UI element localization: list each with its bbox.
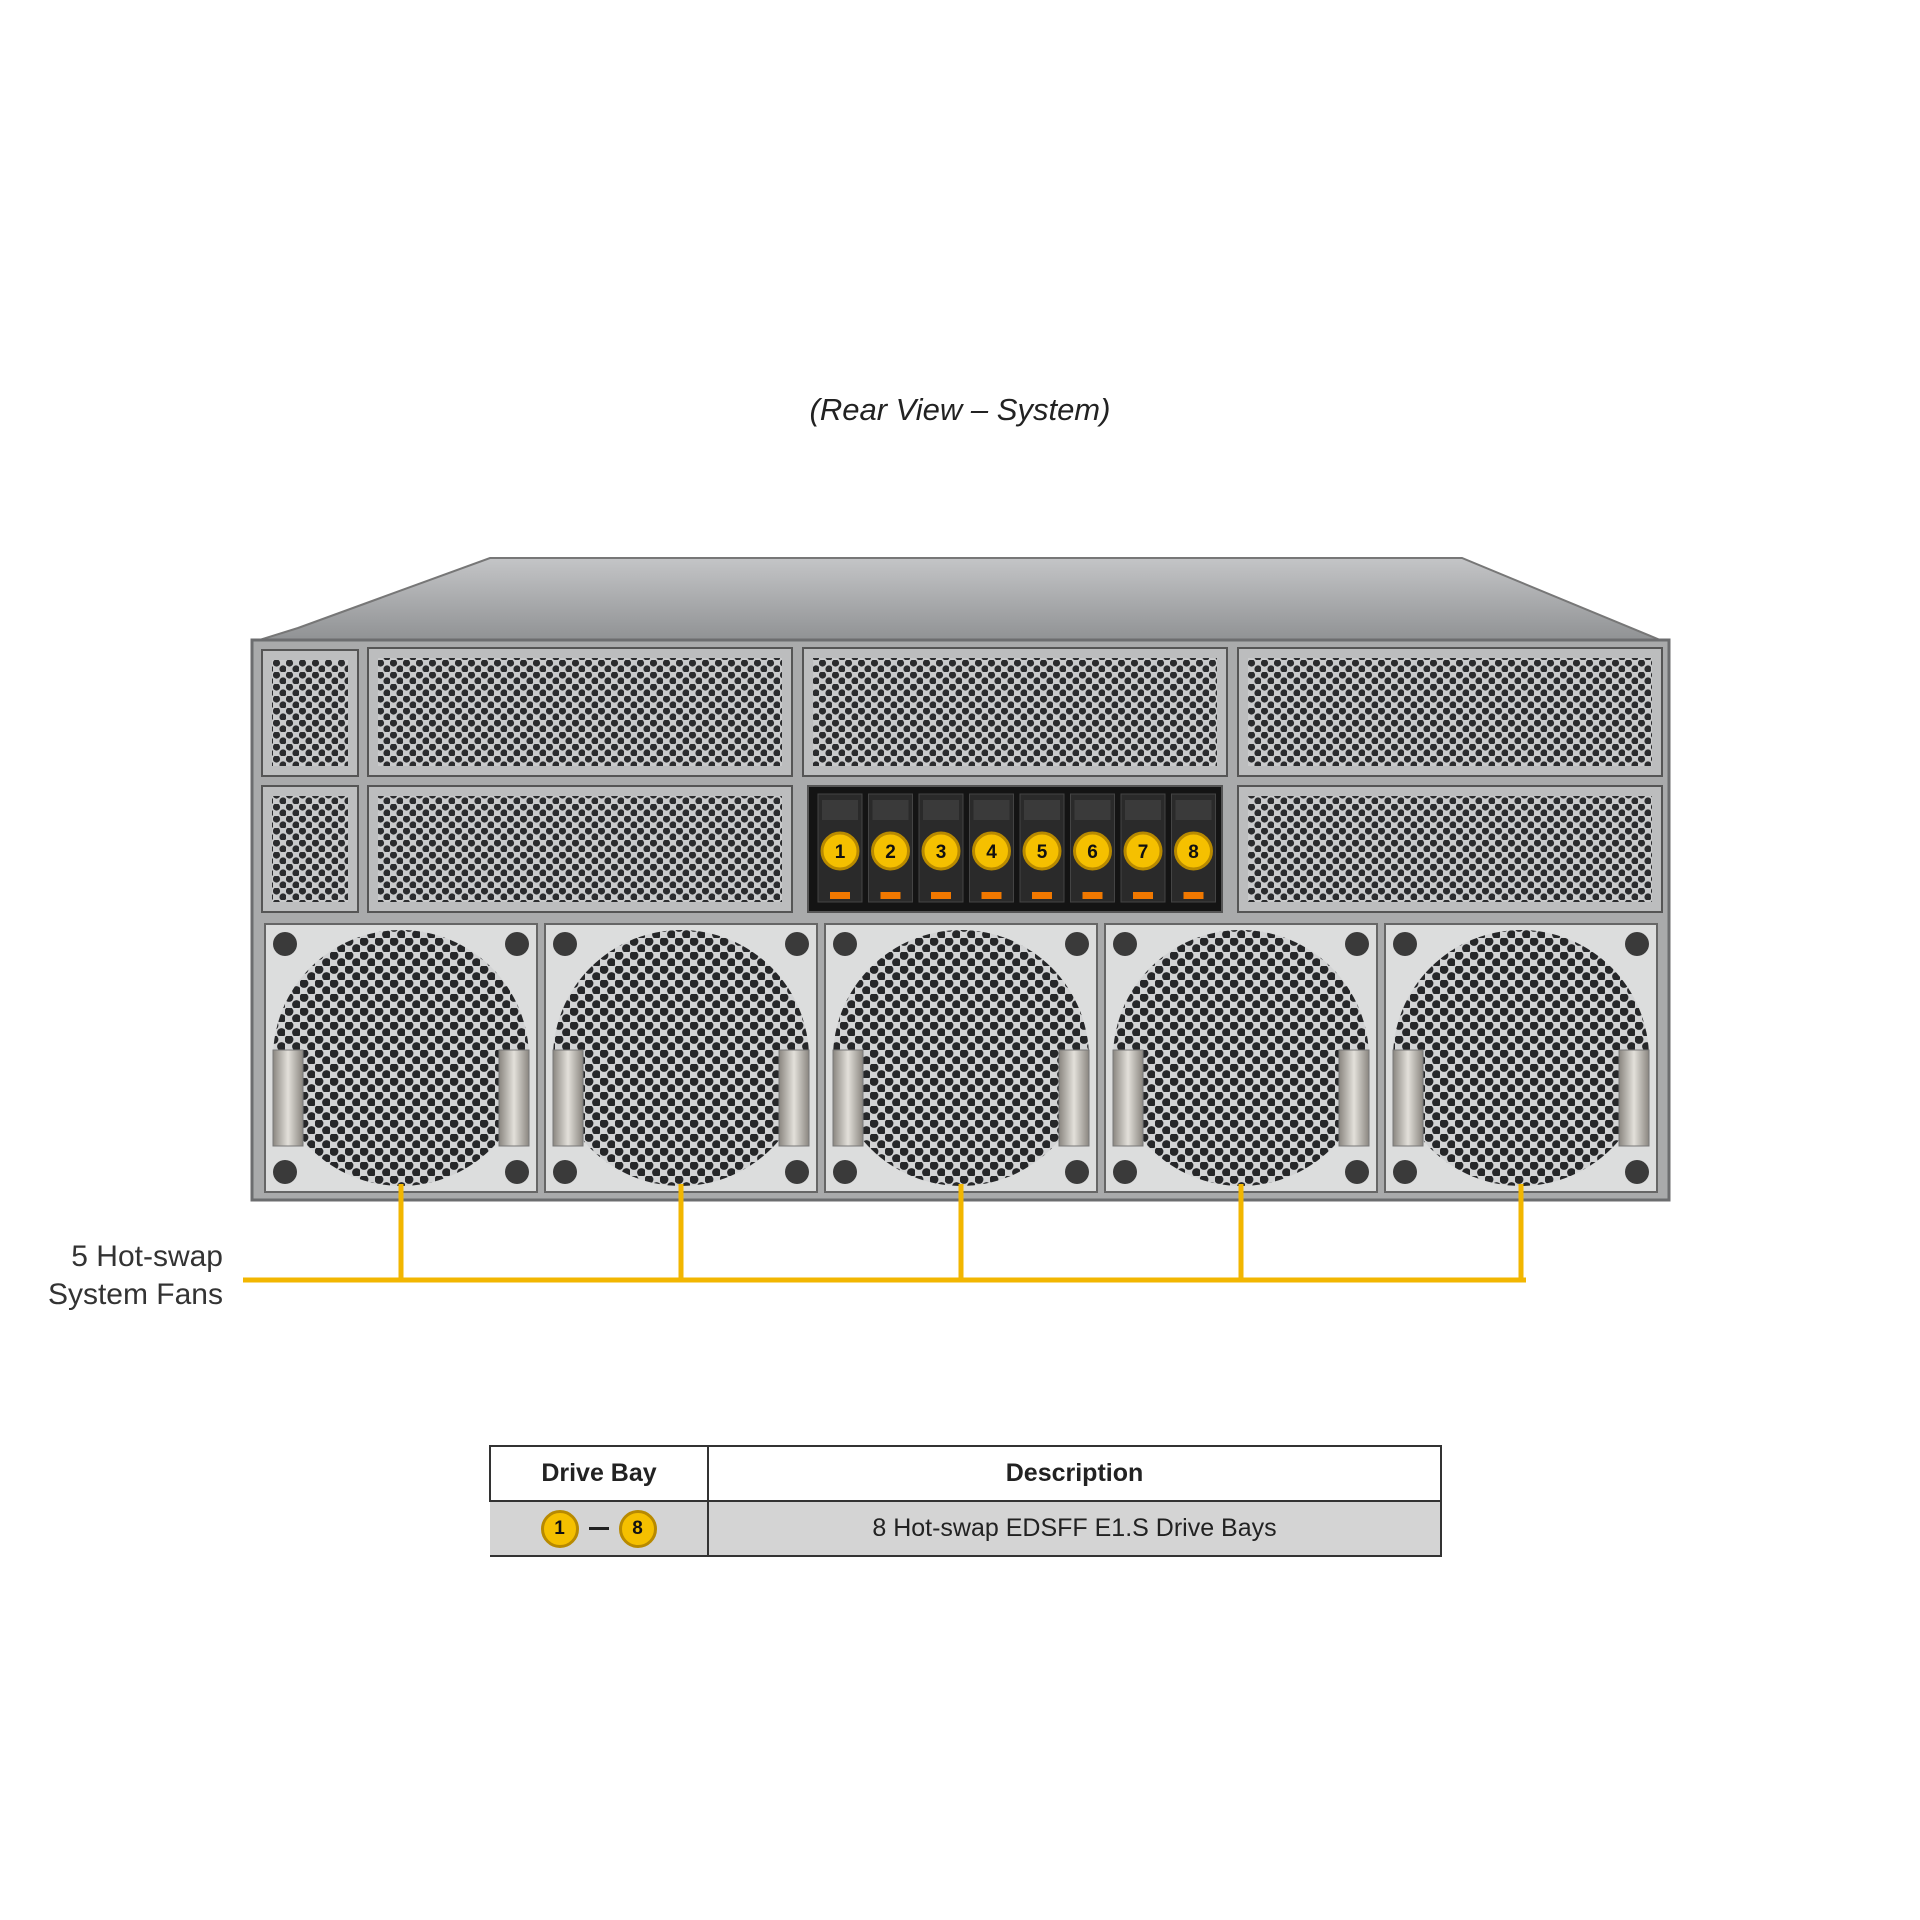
drive-bay-description-cell: 8 Hot-swap EDSFF E1.S Drive Bays bbox=[708, 1501, 1442, 1557]
fan-handle[interactable] bbox=[1392, 1049, 1424, 1147]
fan-screw bbox=[785, 932, 809, 956]
fan-screw bbox=[1345, 932, 1369, 956]
range-dash bbox=[588, 1527, 609, 1530]
drive-bay-table: Drive Bay Description 1 8 8 Hot-swap EDS… bbox=[489, 1445, 1442, 1557]
power-supply-1 bbox=[261, 649, 359, 777]
fan-screw bbox=[833, 932, 857, 956]
fan-handle[interactable] bbox=[1338, 1049, 1370, 1147]
drive-bay-number: 8 bbox=[1188, 842, 1199, 863]
drive-latch[interactable] bbox=[830, 892, 850, 899]
table-row: 1 8 8 Hot-swap EDSFF E1.S Drive Bays bbox=[490, 1501, 1442, 1557]
fan-screw bbox=[1393, 932, 1417, 956]
fan-screw bbox=[1113, 932, 1137, 956]
drive-bay-badge bbox=[1174, 831, 1213, 871]
fan-callout-line-2: System Fans bbox=[47, 1278, 223, 1311]
fan-callout-label: 5 Hot-swap System Fans bbox=[48, 1238, 223, 1314]
drive-bay-4[interactable]: 4 bbox=[969, 793, 1014, 903]
diagram-caption: (Rear View – System) bbox=[809, 392, 1111, 427]
fan-handle[interactable] bbox=[778, 1049, 810, 1147]
drive-bay-number: 1 bbox=[835, 842, 846, 863]
fan-screw bbox=[1065, 1160, 1089, 1184]
drive-bay-badge bbox=[921, 831, 961, 871]
drive-bay-1[interactable]: 1 bbox=[817, 793, 863, 903]
table-header-row: Drive Bay Description bbox=[489, 1445, 1442, 1502]
drive-bay-number: 2 bbox=[885, 842, 896, 863]
drive-bay-number: 3 bbox=[936, 842, 947, 863]
badge-from: 1 bbox=[540, 1509, 579, 1548]
drive-bay-7[interactable]: 7 bbox=[1120, 793, 1166, 903]
fan-screw bbox=[1065, 932, 1089, 956]
fan-screw bbox=[553, 1160, 577, 1184]
drive-bay-badge bbox=[1073, 831, 1112, 871]
fan-handle[interactable] bbox=[1058, 1049, 1090, 1147]
chassis-lid bbox=[252, 557, 1666, 643]
vent-panel-middle-left bbox=[367, 785, 793, 913]
fan-screw bbox=[505, 1160, 529, 1184]
fan-screw bbox=[1113, 1160, 1137, 1184]
drive-bay-badge bbox=[820, 831, 860, 871]
vent-panel-top-right bbox=[1237, 647, 1663, 777]
fan-handle[interactable] bbox=[1618, 1049, 1650, 1147]
system-fan-2[interactable] bbox=[544, 923, 818, 1193]
drive-bay-badge bbox=[1123, 831, 1163, 871]
drive-bay-number: 6 bbox=[1087, 842, 1098, 863]
fan-screw bbox=[553, 932, 577, 956]
drive-bay-range-cell: 1 8 bbox=[490, 1501, 709, 1557]
drive-bay-8[interactable]: 8 bbox=[1171, 793, 1216, 903]
drive-latch[interactable] bbox=[1183, 892, 1204, 899]
drive-bay-badge bbox=[871, 831, 910, 871]
drive-latch[interactable] bbox=[981, 892, 1002, 899]
drive-bay-number: 5 bbox=[1037, 842, 1048, 863]
fan-screw bbox=[833, 1160, 857, 1184]
power-supply-2 bbox=[261, 785, 359, 913]
drive-latch[interactable] bbox=[1082, 892, 1103, 899]
drive-bay-cage: 1 2 3 4 5 6 7 8 bbox=[807, 785, 1223, 913]
vent-panel-top-middle bbox=[802, 647, 1228, 777]
fan-handle[interactable] bbox=[498, 1049, 530, 1147]
drive-bay-5[interactable]: 5 bbox=[1019, 793, 1065, 903]
fan-handle[interactable] bbox=[1112, 1049, 1144, 1147]
drive-bay-2[interactable]: 2 bbox=[868, 793, 913, 903]
fan-callout-line-1: 5 Hot-swap bbox=[71, 1240, 223, 1273]
system-fan-4[interactable] bbox=[1104, 923, 1378, 1193]
vent-panel-middle-right bbox=[1237, 785, 1663, 913]
drive-latch[interactable] bbox=[1032, 892, 1052, 899]
drive-latch[interactable] bbox=[880, 892, 901, 899]
table-header-description: Description bbox=[708, 1445, 1442, 1502]
fan-screw bbox=[273, 932, 297, 956]
drive-bay-number: 4 bbox=[986, 842, 997, 863]
fan-handle[interactable] bbox=[832, 1049, 864, 1147]
drive-bay-badge bbox=[1022, 831, 1062, 871]
table-header-drive-bay: Drive Bay bbox=[489, 1445, 709, 1502]
fan-screw bbox=[785, 1160, 809, 1184]
fan-handle[interactable] bbox=[552, 1049, 584, 1147]
fan-screw bbox=[1393, 1160, 1417, 1184]
system-fan-3[interactable] bbox=[824, 923, 1098, 1193]
vent-panel-top-left bbox=[367, 647, 793, 777]
drive-bay-badge bbox=[972, 831, 1011, 871]
system-fan-5[interactable] bbox=[1384, 923, 1658, 1193]
badge-to: 8 bbox=[618, 1509, 657, 1548]
fan-handle[interactable] bbox=[272, 1049, 304, 1147]
drive-latch[interactable] bbox=[931, 892, 951, 899]
fan-screw bbox=[1345, 1160, 1369, 1184]
drive-latch[interactable] bbox=[1133, 892, 1153, 899]
fan-screw bbox=[505, 932, 529, 956]
fan-screw bbox=[273, 1160, 297, 1184]
drive-bay-3[interactable]: 3 bbox=[918, 793, 964, 903]
fan-screw bbox=[1625, 1160, 1649, 1184]
system-fan-1[interactable] bbox=[264, 923, 538, 1193]
drive-bay-number: 7 bbox=[1138, 842, 1149, 863]
fan-screw bbox=[1625, 932, 1649, 956]
drive-bay-6[interactable]: 6 bbox=[1070, 793, 1115, 903]
